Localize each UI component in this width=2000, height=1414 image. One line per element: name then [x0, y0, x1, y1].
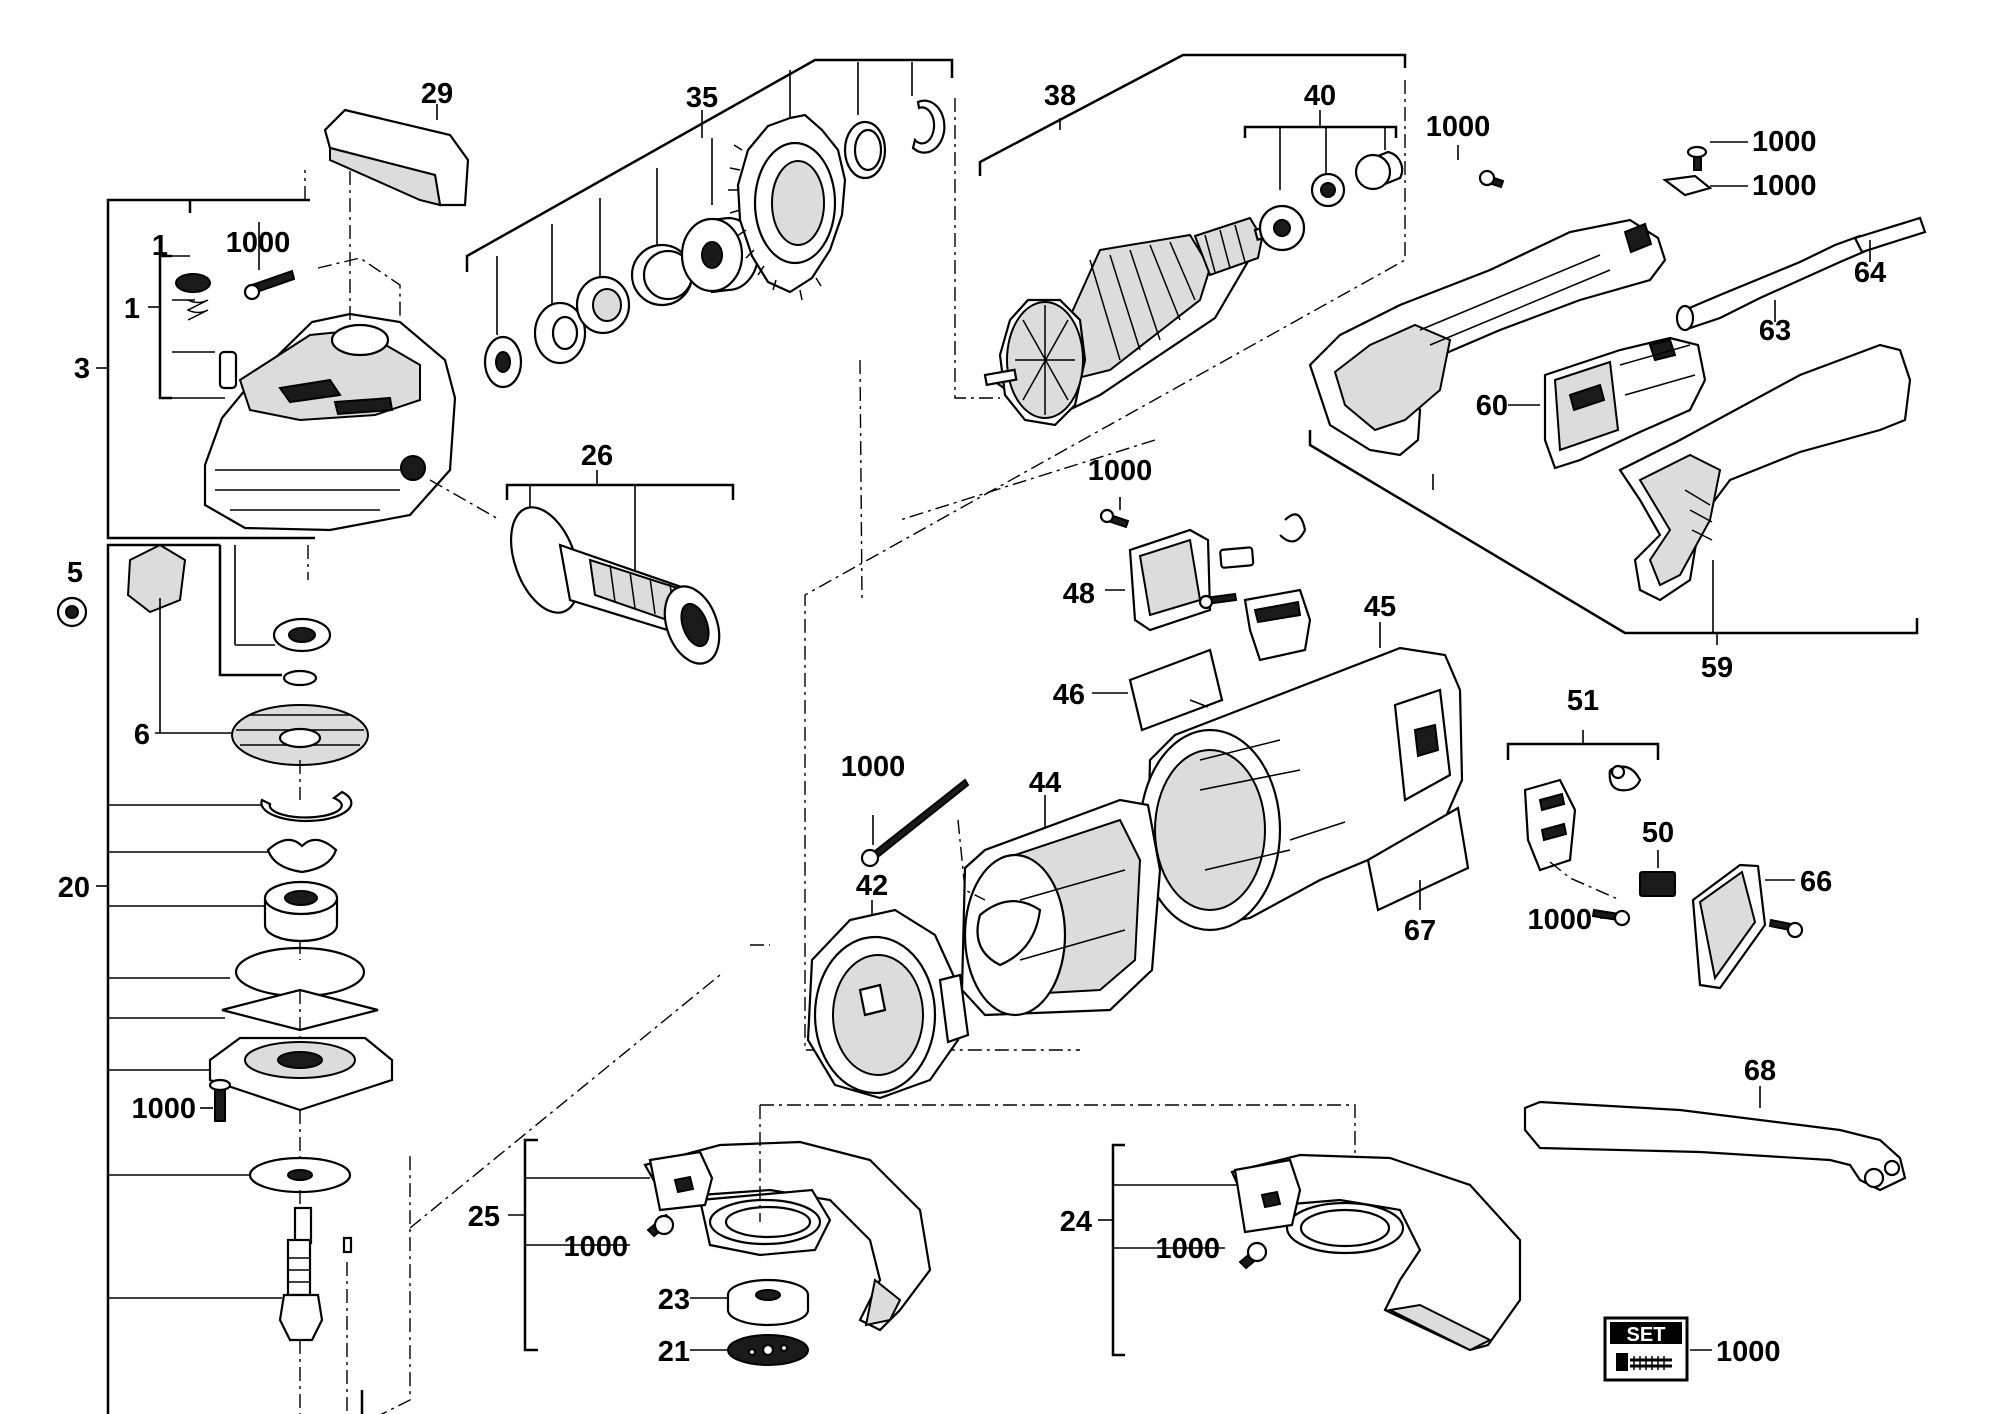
brush-holder-51 — [1506, 730, 1660, 927]
wave-washer — [266, 838, 338, 874]
gear-housing — [203, 312, 457, 532]
callout-45: 45 — [1364, 591, 1396, 623]
lock-pin — [218, 350, 238, 390]
switch-60 — [1508, 336, 1707, 470]
screw-callout-brush-holder: 1000 — [1088, 455, 1153, 487]
callout-29: 29 — [421, 78, 453, 110]
callout-5: 5 — [67, 557, 83, 589]
callout-51: 51 — [1567, 685, 1599, 717]
callout-35: 35 — [686, 82, 718, 114]
fan — [728, 113, 847, 301]
power-cord-63 — [1675, 216, 1927, 332]
spindle-bearing — [263, 880, 339, 943]
bevel-gear — [231, 704, 369, 766]
side-handle-26 — [505, 470, 735, 665]
bearing-flange — [208, 1036, 394, 1112]
callout-26: 26 — [581, 440, 613, 472]
bearing-stack-35 — [465, 58, 954, 389]
callout-48: 48 — [1063, 578, 1095, 610]
callout-46: 46 — [1053, 679, 1085, 711]
label-plate-67 — [1366, 806, 1470, 912]
spring — [186, 299, 209, 321]
callout-1: 1 — [152, 230, 168, 262]
top-right-fasteners — [1457, 141, 1748, 197]
callout-23: 23 — [658, 1284, 690, 1316]
spindle — [278, 1206, 324, 1342]
screw-callout-cord-clamp: 1000 — [1752, 170, 1817, 202]
callout-50: 50 — [1642, 817, 1674, 849]
callout-66: 66 — [1800, 866, 1832, 898]
screw-callout-clamp-screw: 1000 — [1752, 126, 1817, 158]
rear-handle-59 — [1308, 218, 1919, 645]
spanner-68 — [1523, 1086, 1907, 1192]
end-cap-42 — [806, 778, 986, 1100]
callout-59: 59 — [1701, 652, 1733, 684]
callout-60: 60 — [1476, 390, 1508, 422]
screw-callout-guard-24: 1000 — [1155, 1233, 1220, 1265]
screw-callout-handle: 1000 — [1426, 111, 1491, 143]
callout-64: 64 — [1854, 257, 1886, 289]
guard-24 — [1098, 1143, 1522, 1357]
brush-cap-66 — [1691, 863, 1804, 990]
callout-21: 21 — [658, 1336, 690, 1368]
top-cover-29 — [323, 104, 470, 207]
brush-holder-48 — [1099, 497, 1312, 662]
callout-1-left: 1 — [124, 293, 140, 325]
callout-40: 40 — [1304, 80, 1336, 112]
callout-24: 24 — [1060, 1206, 1092, 1238]
callout-labels: 29 35 38 40 1 1 3 26 5 6 20 25 23 21 24 … — [58, 78, 1886, 1368]
callout-38: 38 — [1044, 80, 1076, 112]
screw-callout-flange: 1000 — [131, 1093, 196, 1125]
screw-callout-end-cap: 1000 — [841, 751, 906, 783]
callout-67: 67 — [1404, 915, 1436, 947]
key — [342, 1236, 353, 1254]
screw-callout-brush-51: 1000 — [1527, 904, 1592, 936]
field-coil-44 — [960, 795, 1162, 1017]
callout-25: 25 — [468, 1201, 500, 1233]
gear-head-group — [56, 120, 501, 1414]
set-callout: 1000 — [1716, 1336, 1781, 1368]
motor-housing-45 — [1092, 622, 1470, 932]
callout-6: 6 — [134, 719, 150, 751]
set-box: SET — [1603, 1316, 1712, 1382]
callout-3: 3 — [74, 353, 90, 385]
screw-callout-guard-25: 1000 — [563, 1231, 628, 1263]
callout-68: 68 — [1744, 1055, 1776, 1087]
pinion-gear — [126, 543, 187, 614]
guard-25 — [508, 1104, 1356, 1366]
screw-callout-head: 1000 — [226, 227, 291, 259]
carbon-brush-50 — [1639, 850, 1676, 897]
callout-44: 44 — [1029, 767, 1061, 799]
callout-20: 20 — [58, 872, 90, 904]
callout-63: 63 — [1759, 315, 1791, 347]
callout-42: 42 — [856, 870, 888, 902]
spindle-lock-knob — [175, 273, 211, 293]
retaining-clip — [282, 669, 318, 687]
circlip — [260, 790, 353, 823]
label-plate-46 — [1128, 648, 1224, 732]
o-ring — [234, 946, 366, 998]
set-badge: SET — [1627, 1324, 1666, 1346]
